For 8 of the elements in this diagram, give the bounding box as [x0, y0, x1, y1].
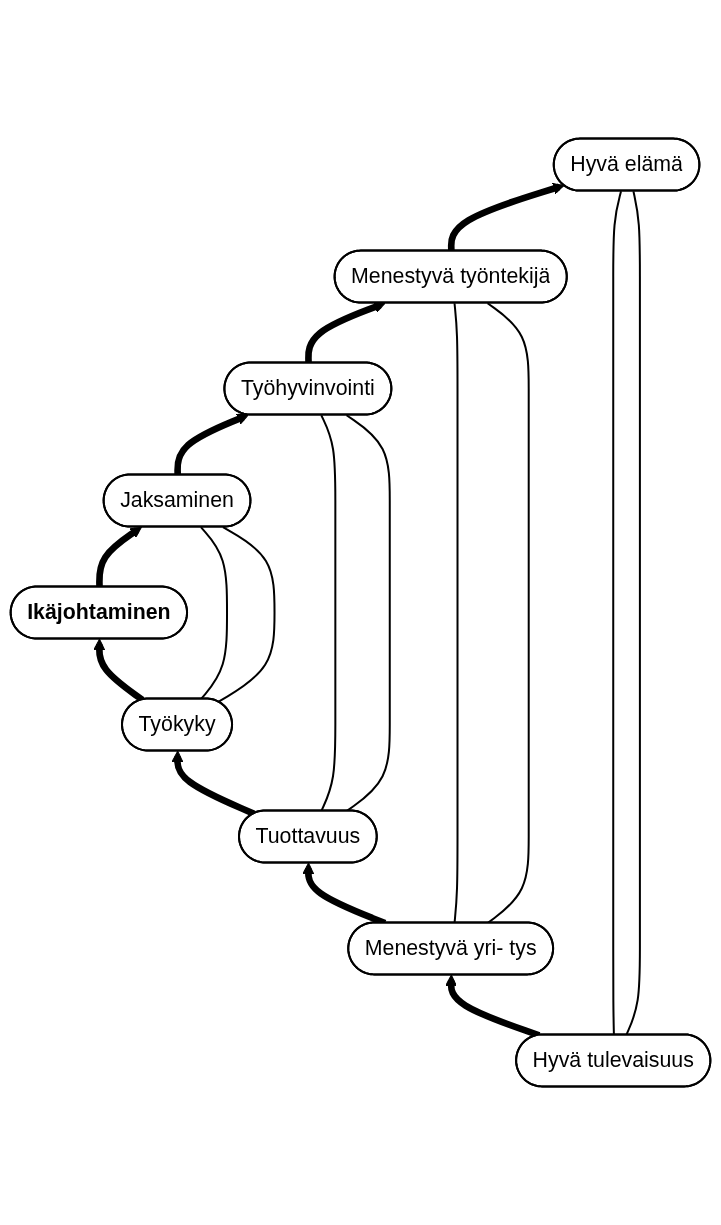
arrow	[305, 301, 386, 364]
arrow	[171, 750, 256, 817]
arrow	[447, 182, 565, 252]
arrow	[96, 526, 142, 588]
arrow	[174, 413, 249, 476]
arrow	[445, 974, 541, 1039]
arrow	[93, 638, 145, 703]
connector	[217, 526, 276, 703]
